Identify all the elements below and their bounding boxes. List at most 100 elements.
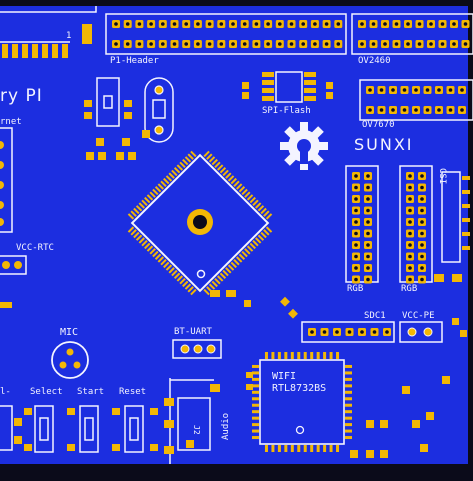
rgb-left-pin-hole: [366, 174, 370, 178]
wifi-pin: [271, 352, 275, 359]
bt-uart-header: [172, 339, 222, 359]
ov7670-label: OV7670: [362, 120, 395, 130]
rgb-left-pin-hole: [354, 243, 358, 247]
wifi-pin: [303, 445, 307, 452]
rgb-left-pin-hole: [366, 220, 370, 224]
soc-pin: [208, 156, 216, 163]
wifi-pin: [252, 429, 259, 433]
p1-pin-hole: [196, 42, 200, 46]
wifi-pin: [329, 445, 333, 452]
soc-chip: [130, 153, 270, 293]
soc-pin: [154, 253, 162, 260]
ov2460-pin-hole: [463, 22, 468, 26]
wifi-pin: [252, 403, 259, 407]
vcc-pe-label: VCC-PE: [402, 311, 435, 321]
rgb-left-pin-hole: [366, 243, 370, 247]
wifi-pin: [252, 377, 259, 381]
soc-pin: [227, 175, 235, 182]
p1-pin-hole: [207, 22, 212, 26]
soc-pin: [236, 183, 243, 190]
spi-flash-label: SPI-Flash: [262, 106, 311, 116]
wifi-pin: [345, 436, 352, 440]
ov7670-pin-hole: [460, 88, 464, 92]
rgb-right-pin-hole: [420, 243, 424, 247]
button-left-partial: [0, 405, 13, 451]
wifi-pin: [345, 410, 352, 414]
p1-pin-hole: [149, 22, 153, 26]
board-right-edge: [468, 0, 473, 477]
soc-pin: [127, 226, 135, 233]
spi-side-pads: [242, 82, 333, 99]
ov7670-pin-hole: [391, 88, 395, 92]
wifi-pin: [264, 352, 268, 359]
ov7670-pin-hole: [460, 108, 464, 112]
ov2460-pin-hole: [371, 22, 376, 26]
start-label: Start: [77, 387, 105, 397]
soc-pin: [206, 153, 213, 160]
ov2460-header-pins: [358, 20, 470, 48]
sdc1-pin-hole: [360, 330, 364, 334]
wifi-pin: [345, 423, 352, 427]
wifi-pin: [284, 352, 288, 359]
rgb-right-pin-hole: [420, 220, 424, 224]
p1-pin-hole: [207, 42, 212, 46]
soc-pin: [154, 186, 162, 193]
rgb-right-pin-hole: [408, 208, 412, 213]
soc-pin: [152, 188, 159, 196]
soc-pin: [257, 205, 265, 212]
soc-pin: [168, 172, 175, 179]
vcc-pe-pads: [407, 327, 433, 337]
soc-pin: [149, 191, 156, 198]
bt-uart-label: BT-UART: [174, 327, 212, 337]
gear-icon: [280, 122, 328, 170]
soc-pin: [184, 283, 192, 290]
ov7670-header-pins: [366, 86, 466, 114]
ov7670-pin-hole: [368, 88, 372, 92]
rgb-left-pin-hole: [354, 254, 358, 259]
ov7670-pin-hole: [437, 88, 441, 92]
p1-pin-hole: [254, 42, 259, 46]
p1-pin-hole: [313, 22, 317, 26]
soc-pin: [233, 180, 240, 187]
soc-pin: [144, 242, 151, 250]
wifi-pin: [252, 371, 259, 375]
wifi-pin: [264, 445, 268, 452]
soc-pin: [176, 164, 184, 171]
wifi-pin: [323, 352, 327, 359]
wifi-pin: [345, 364, 352, 368]
bt-uart-pads: [180, 344, 216, 354]
p1-pin-hole: [161, 42, 165, 46]
board-top-edge: [0, 0, 473, 6]
rgb-right-pin-hole: [420, 208, 424, 213]
top-left-connector: [0, 6, 97, 43]
ov2460-label: OV2460: [358, 56, 391, 66]
p1-pin-hole: [336, 22, 341, 26]
wifi-pin: [252, 384, 259, 388]
rgb-left-pin-hole: [366, 197, 370, 201]
soc-pin: [163, 177, 170, 185]
vcc-rtc-pads: [2, 261, 22, 269]
sdc1-pin-hole: [372, 330, 377, 334]
p1-pin-hole: [266, 42, 270, 46]
soc-pin: [182, 158, 189, 166]
wifi-pin: [252, 410, 259, 414]
wifi-pin: [310, 352, 314, 359]
soc-pin: [146, 194, 154, 201]
soc-pin: [190, 288, 197, 296]
button-pads: [14, 408, 158, 451]
csi-connector: [441, 171, 461, 263]
soc-pin: [165, 175, 173, 182]
rgb-left-pin-hole: [366, 277, 370, 282]
soc-pin: [160, 259, 167, 266]
soc-pin: [146, 245, 154, 252]
soc-pin: [227, 264, 235, 271]
rgb-left-header: [345, 165, 379, 283]
p1-pin-hole: [254, 22, 259, 26]
sdc1-header: [301, 321, 395, 343]
ov7670-pin-hole: [425, 108, 430, 112]
ov7670-pin-hole: [414, 88, 418, 92]
csi-label: CSI: [437, 168, 447, 185]
p1-header-label: P1-Header: [110, 56, 159, 66]
j2-label: J2: [192, 425, 201, 435]
